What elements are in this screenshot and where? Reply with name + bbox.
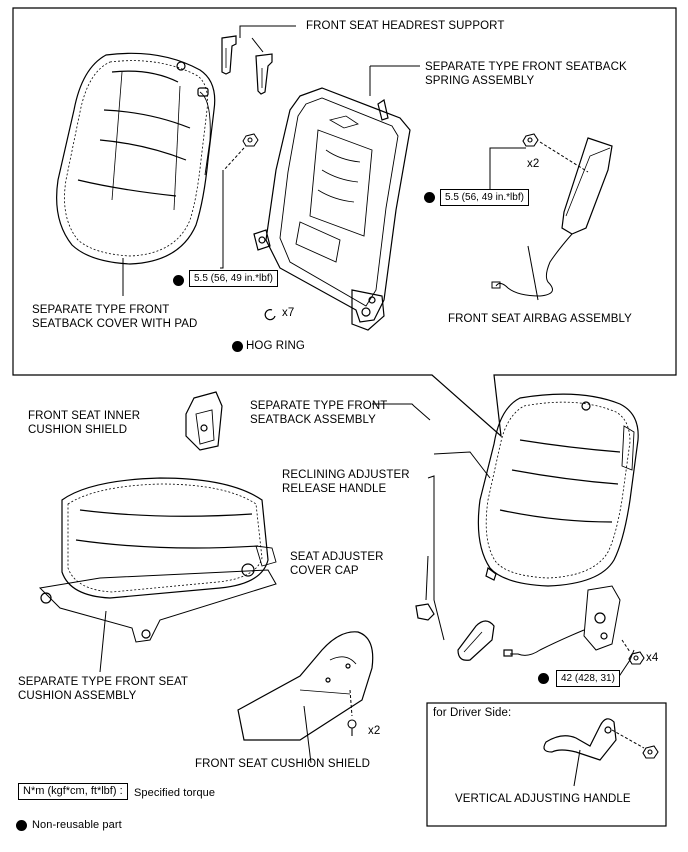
frame-nut-drawing (223, 133, 259, 171)
inner-cushion-shield-drawing (185, 391, 223, 451)
label-airbag-nut-qty: x2 (527, 158, 540, 170)
reclining-handle-drawing (457, 620, 495, 661)
airbag-drawing (491, 137, 613, 297)
driver-side-box (426, 702, 667, 827)
airbag-nut-drawing (522, 133, 539, 147)
label-airbag-assembly: FRONT SEAT AIRBAG ASSEMBLY (448, 313, 632, 325)
nonreusable-airbag-nut-icon (424, 192, 435, 203)
nonreusable-seat-bolt-icon (538, 673, 549, 684)
legend-torque-box: N*m (kgf*cm, ft*lbf) : (18, 783, 128, 800)
headrest-support-drawing (221, 35, 273, 95)
label-driver-side: for Driver Side: (433, 707, 512, 719)
label-cushion-assembly: SEPARATE TYPE FRONT SEAT CUSHION ASSEMBL… (18, 676, 189, 702)
vertical-handle-screw-drawing (642, 745, 659, 759)
nonreusable-hog-ring-icon (232, 341, 243, 352)
leader-lines (99, 25, 635, 787)
label-cushion-shield: FRONT SEAT CUSHION SHIELD (195, 758, 371, 770)
nonreusable-legend-icon (16, 820, 27, 831)
legend-torque-text: Specified torque (134, 787, 216, 799)
label-bolt-qty: x4 (646, 652, 659, 664)
label-hog-ring: HOG RING (246, 340, 305, 352)
seat-bolt-drawing (628, 651, 645, 665)
cushion-shield-drawing (237, 631, 374, 741)
torque-airbag-nut: 5.5 (56, 49 in.*lbf) (440, 189, 529, 206)
label-seatback-cover: SEPARATE TYPE FRONT SEATBACK COVER WITH … (32, 304, 198, 330)
label-hog-ring-qty: x7 (282, 307, 295, 319)
torque-frame-nut: 5.5 (56, 49 in.*lbf) (189, 270, 278, 287)
label-inner-cushion-shield: FRONT SEAT INNER CUSHION SHIELD (28, 410, 141, 436)
seatback-assembly-drawing (477, 393, 639, 657)
seatback-cover-drawing (56, 52, 216, 265)
cushion-assembly-drawing (38, 477, 277, 643)
hog-ring-drawing (264, 309, 276, 321)
vertical-handle-drawing (543, 718, 617, 761)
legend-nonreusable: Non-reusable part (32, 819, 122, 831)
label-cushion-shield-qty: x2 (368, 725, 381, 737)
upper-detail-frame (12, 7, 677, 438)
label-seatback-assembly: SEPARATE TYPE FRONT SEATBACK ASSEMBLY (250, 400, 388, 426)
label-headrest-support: FRONT SEAT HEADREST SUPPORT (306, 20, 505, 32)
label-reclining-handle: RECLINING ADJUSTER RELEASE HANDLE (282, 469, 410, 495)
cover-cap-drawing (415, 603, 435, 621)
torque-seat-bolt: 42 (428, 31) (556, 670, 620, 687)
label-cover-cap: SEAT ADJUSTER COVER CAP (290, 551, 384, 577)
label-spring-assembly: SEPARATE TYPE FRONT SEATBACK SPRING ASSE… (425, 61, 627, 87)
label-vertical-handle: VERTICAL ADJUSTING HANDLE (455, 793, 631, 805)
spring-assembly-drawing (253, 87, 411, 331)
cushion-shield-screw-drawing (347, 719, 357, 736)
nonreusable-frame-nut-icon (173, 275, 184, 286)
